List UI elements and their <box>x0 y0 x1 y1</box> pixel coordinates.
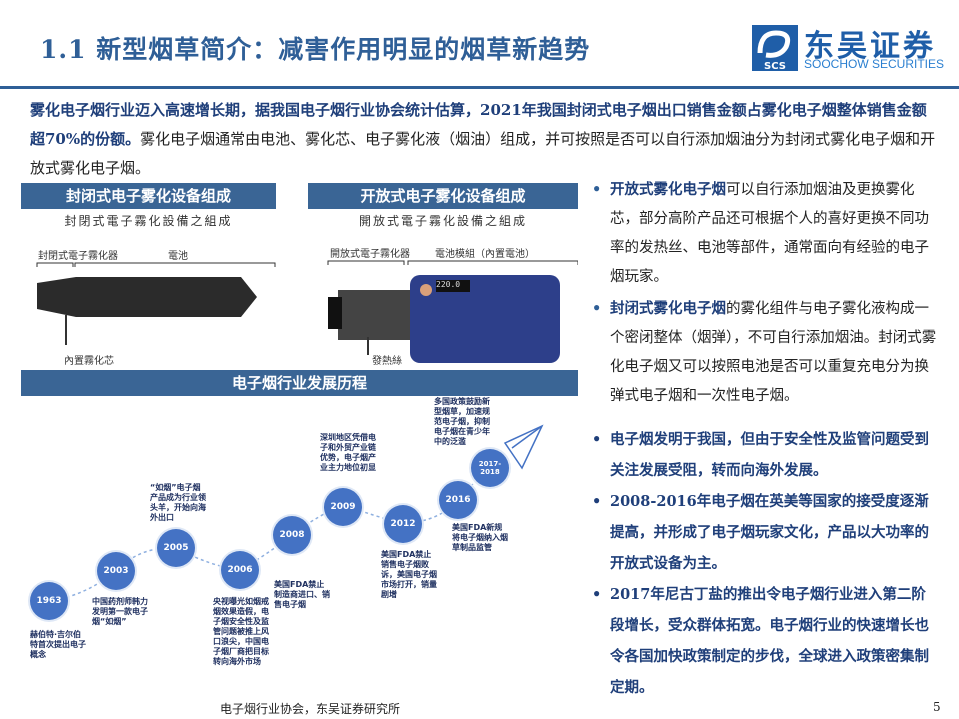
bullet-history-3: •2017年尼古丁盐的推出令电子烟行业进入第二阶段增长，受众群体拓宽。电子烟行业… <box>592 586 929 696</box>
open-coil-label: 發熱絲 <box>372 356 402 367</box>
closed-atomizer-label: 封閉式電子霧化器 <box>38 251 118 262</box>
paper-plane-icon <box>503 424 544 470</box>
timeline-node-5: 2009 <box>324 488 362 526</box>
company-logo: SCS 东吴证券 SOOCHOW SECURITIES <box>752 25 952 72</box>
timeline-event-text: 赫伯特·吉尔伯特首次提出电子概念 <box>30 630 86 659</box>
timeline-event-text: 美国FDA禁止制造商进口、销售电子烟 <box>274 580 330 609</box>
open-device-header: 开放式电子雾化设备组成 <box>308 183 578 209</box>
intro-paragraph: 雾化电子烟行业迈入高速增长期，据我国电子烟行业协会统计估算，2021年我国封闭式… <box>30 96 940 183</box>
timeline-node-7: 2016 <box>439 481 477 519</box>
timeline-event-text: 多国政策鼓励新型烟草，加速规范电子烟，抑制电子烟在青少年中的泛滥 <box>434 397 490 446</box>
bullet-highlight: 开放式雾化电子烟 <box>610 181 726 198</box>
timeline-node-3: 2006 <box>221 551 259 589</box>
page-title: 1.1 新型烟草简介：减害作用明显的烟草新趋势 <box>40 35 591 64</box>
open-atomizer-label: 開放式電子霧化器 <box>330 249 410 260</box>
device-types-notes: 开放式雾化电子烟可以自行添加烟油及更换雾化芯，部分高阶产品还可根据个人的喜好更换… <box>590 175 940 413</box>
bullet-highlight: 封闭式雾化电子烟 <box>610 300 726 317</box>
closed-device-image <box>36 262 276 345</box>
bullet-history-2: •2008-2016年电子烟在英美等国家的接受度逐渐提高，并形成了电子烟玩家文化… <box>592 493 929 572</box>
source-note: 电子烟行业协会，东吴证券研究所 <box>220 702 401 716</box>
history-notes: •电子烟发明于我国，但由于安全性及监管问题受到关注发展受阻，转而向海外发展。 •… <box>590 424 940 703</box>
timeline-event-text: 深圳地区凭借电子和外贸产业链优势，电子烟产业主力地位初显 <box>320 433 376 472</box>
page-number: 5 <box>933 700 941 714</box>
timeline-event-text: 中国药剂师韩力发明第一款电子烟“如烟” <box>92 597 148 626</box>
bullet-history-1: •电子烟发明于我国，但由于安全性及监管问题受到关注发展受阻，转而向海外发展。 <box>592 431 929 479</box>
bullet-text: 的雾化组件与电子雾化液构成一个密闭整体（烟弹），不可自行添加烟油。封闭式雾化电子… <box>610 301 937 404</box>
logo-mark-icon: SCS <box>752 25 798 72</box>
closed-device-caption: 封閉式電子霧化設備之組成 <box>64 214 233 228</box>
timeline-node-4: 2008 <box>273 516 311 554</box>
timeline-event-text: 央视曝光如烟戒烟效果造假，电子烟安全性及监管问题被推上风口浪尖，中国电子烟厂商把… <box>213 597 269 666</box>
bullet-text: 2017年尼古丁盐的推出令电子烟行业进入第二阶段增长，受众群体拓宽。电子烟行业的… <box>610 586 929 696</box>
logo-text-cn: 东吴证券 <box>804 29 936 64</box>
intro-highlight: 雾化电子烟行业迈入高速增长期，据我国电子烟行业协会统计估算，2021年我国封闭式… <box>30 101 927 148</box>
timeline-node-0: 1963 <box>30 582 68 620</box>
closed-core-label: 內置霧化芯 <box>64 356 114 367</box>
timeline-graphic <box>48 424 544 602</box>
closed-battery-label: 電池 <box>168 251 188 262</box>
open-device-caption: 開放式電子霧化設備之組成 <box>358 214 527 228</box>
timeline-node-2: 2005 <box>157 529 195 567</box>
timeline-node-1: 2003 <box>97 552 135 590</box>
logo-text-en: SOOCHOW SECURITIES <box>804 57 945 71</box>
bullet-open-device: 开放式雾化电子烟可以自行添加烟油及更换雾化芯，部分高阶产品还可根据个人的喜好更换… <box>590 175 940 292</box>
open-battery-label: 電池模組（內置電池） <box>435 249 535 260</box>
svg-text:SCS: SCS <box>764 61 786 71</box>
timeline-event-text: 美国FDA禁止销售电子烟败诉，美国电子烟市场打开，销量剧增 <box>381 550 437 599</box>
bullet-text: 2008-2016年电子烟在英美等国家的接受度逐渐提高，并形成了电子烟玩家文化，… <box>610 493 929 572</box>
timeline-node-6: 2012 <box>384 505 422 543</box>
timeline-header: 电子烟行业发展历程 <box>21 370 578 396</box>
bullet-text: 电子烟发明于我国，但由于安全性及监管问题受到关注发展受阻，转而向海外发展。 <box>610 431 929 479</box>
timeline-event-text: “如烟”电子烟产品成为行业领头羊，开始向海外出口 <box>150 483 206 522</box>
bullet-closed-device: 封闭式雾化电子烟的雾化组件与电子雾化液构成一个密闭整体（烟弹），不可自行添加烟油… <box>590 294 940 411</box>
bullet-text: 可以自行添加烟油及更换雾化芯，部分高阶产品还可根据个人的喜好更换不同功率的发热丝… <box>610 182 929 285</box>
closed-device-header: 封闭式电子雾化设备组成 <box>21 183 276 209</box>
open-device-image <box>327 260 578 363</box>
header-divider <box>0 86 959 89</box>
intro-text: 雾化电子烟通常由电池、雾化芯、电子雾化液（烟油）组成，并可按照是否可以自行添加烟… <box>30 130 936 177</box>
device-screen: 220.0 <box>436 280 461 289</box>
timeline-node-8: 2017-2018 <box>471 449 509 487</box>
timeline-event-text: 美国FDA新规将电子烟纳入烟草制品监管 <box>452 523 508 552</box>
